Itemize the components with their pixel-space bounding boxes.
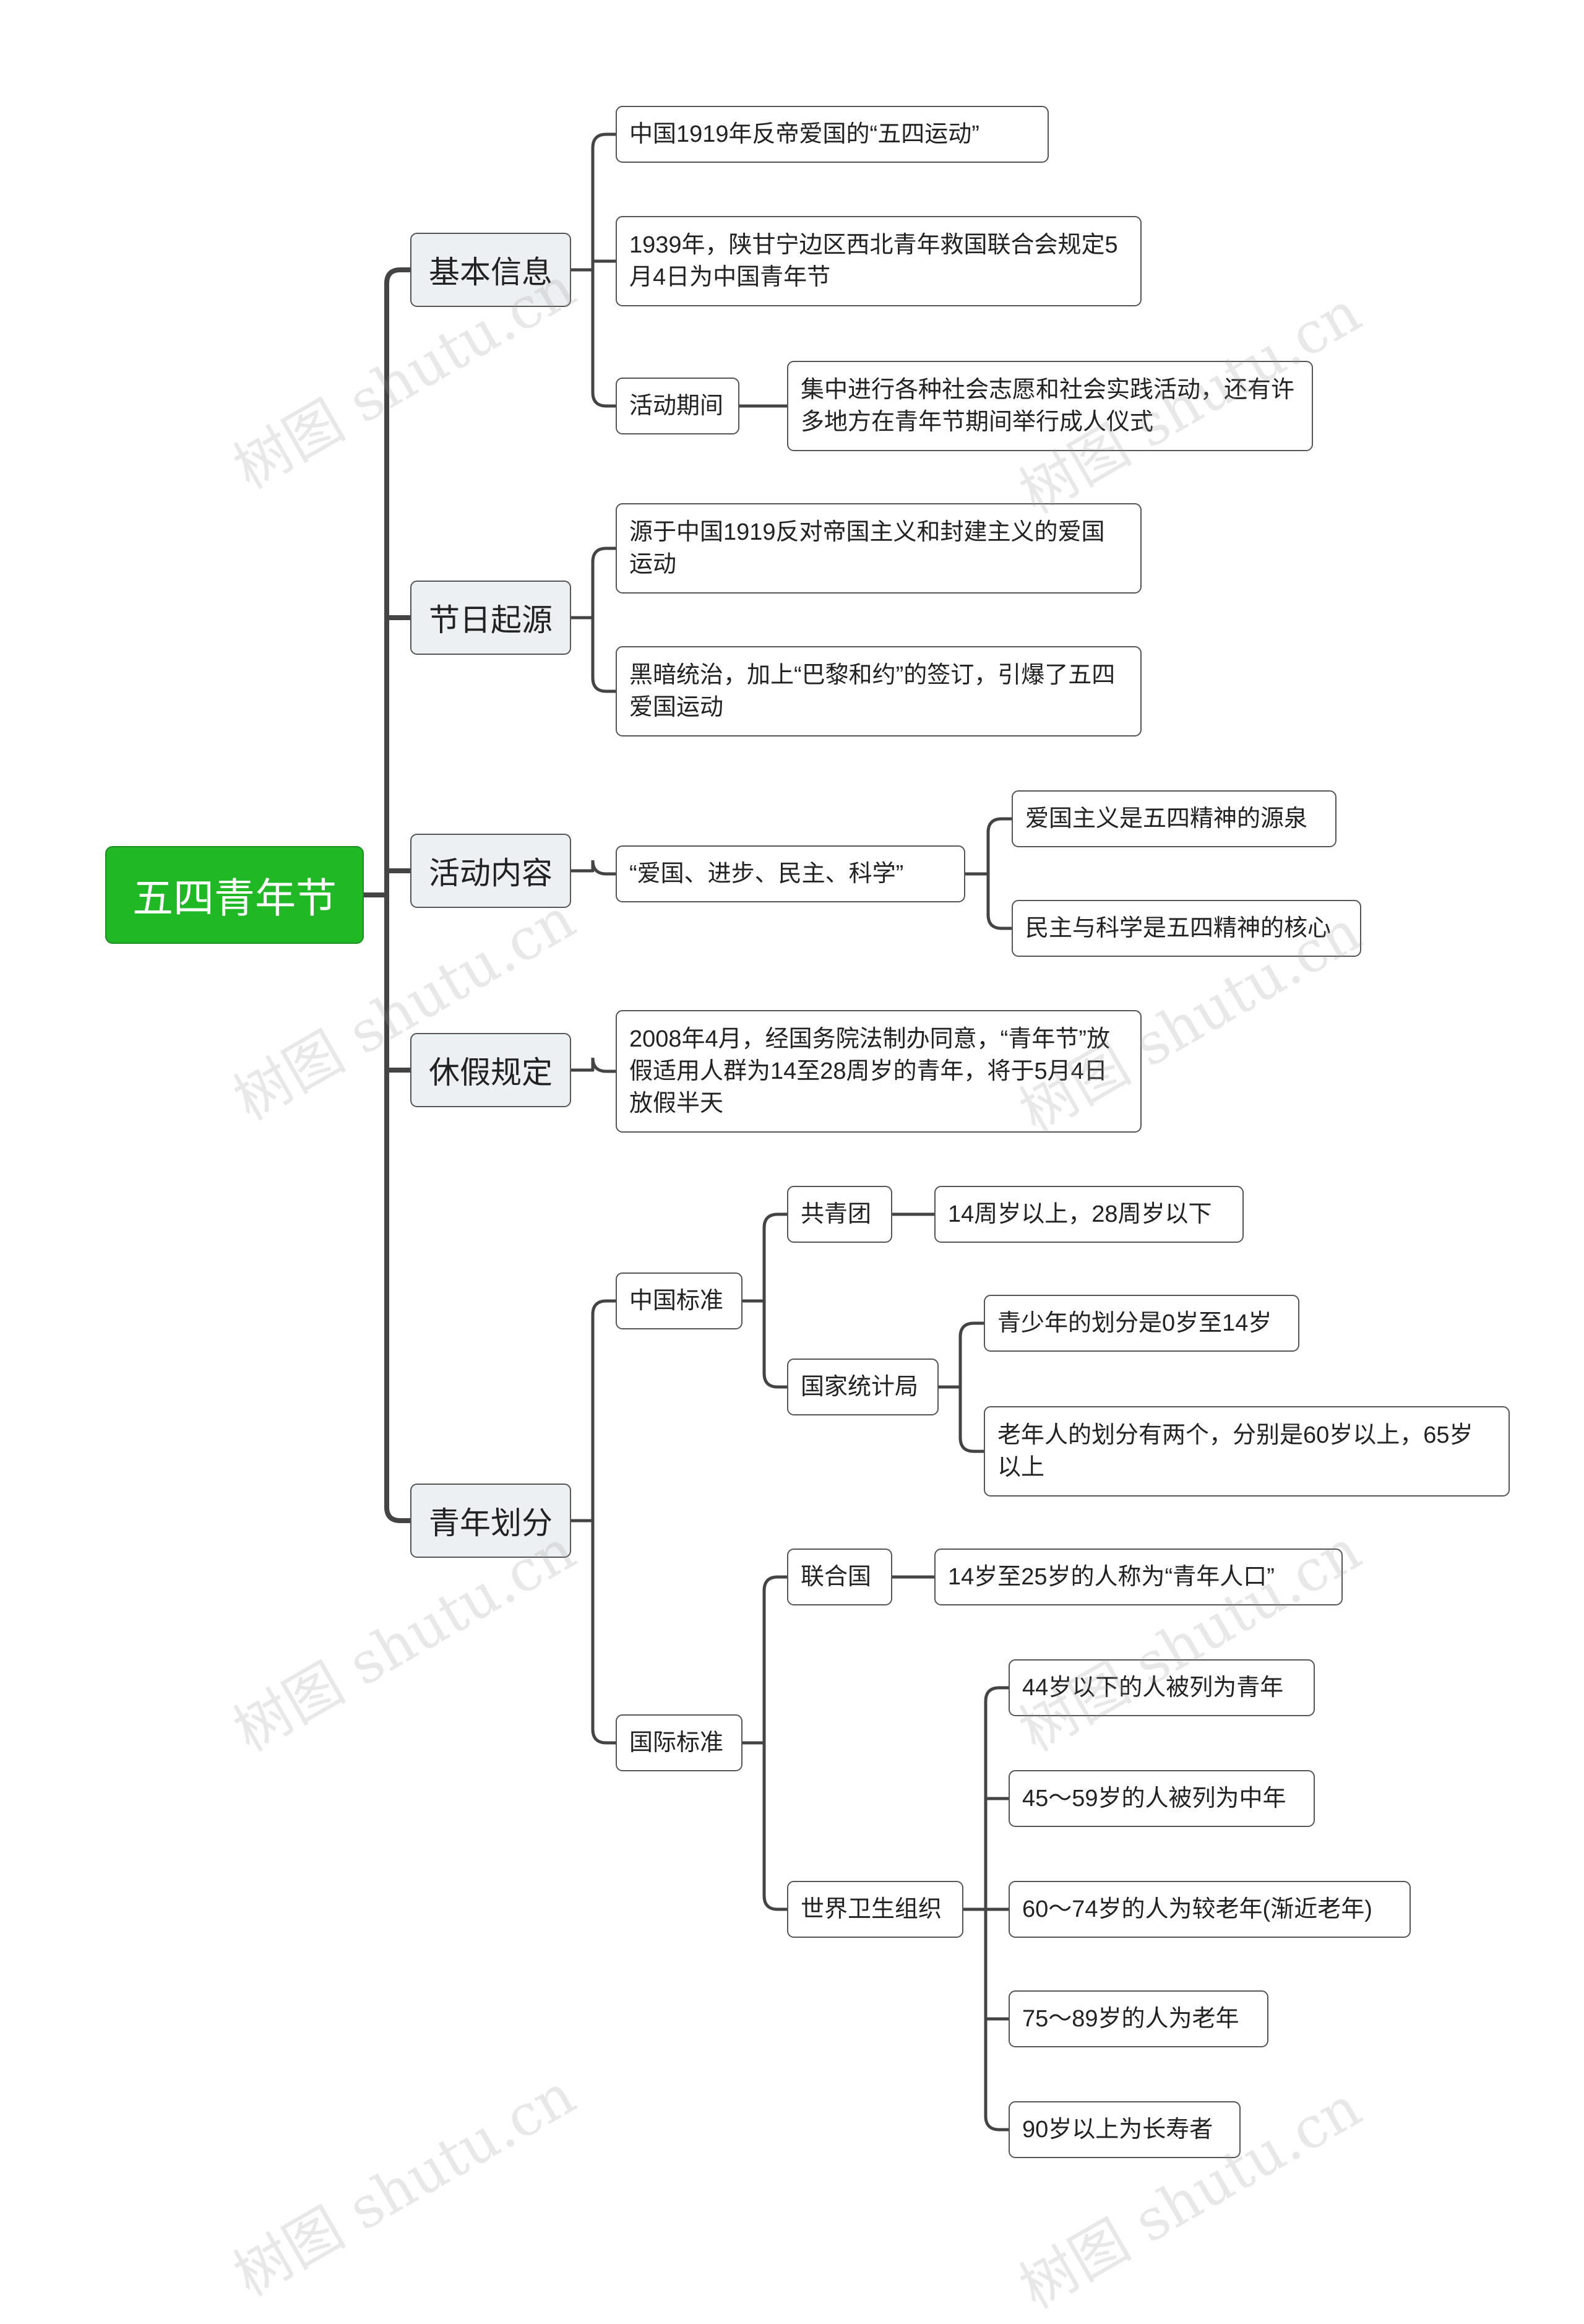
league-node[interactable]: 共青团 <box>787 1186 892 1243</box>
content-item-2[interactable]: 民主与科学是五四精神的核心 <box>1012 900 1361 957</box>
connector-line <box>384 892 413 1523</box>
connector-line <box>986 817 1014 876</box>
intl-standard-node[interactable]: 国际标准 <box>616 1714 742 1771</box>
who-item[interactable]: 90岁以上为长寿者 <box>1009 2101 1241 2158</box>
stats-item-1[interactable]: 青少年的划分是0岁至14岁 <box>984 1295 1299 1352</box>
connector-line <box>762 1299 789 1389</box>
un-node[interactable]: 联合国 <box>787 1549 892 1605</box>
branch-holiday[interactable]: 休假规定 <box>410 1033 571 1107</box>
branch-division[interactable]: 青年划分 <box>410 1484 571 1558</box>
connector-line <box>984 1907 1010 2132</box>
china-standard-node[interactable]: 中国标准 <box>616 1272 742 1329</box>
un-detail[interactable]: 14岁至25岁的人称为“青年人口” <box>934 1549 1343 1605</box>
origin-item-1[interactable]: 源于中国1919反对帝国主义和封建主义的爱国运动 <box>616 503 1142 594</box>
connector-line <box>591 268 618 408</box>
basic-info-origin[interactable]: 中国1919年反帝爱国的“五四运动” <box>616 106 1049 163</box>
branch-content[interactable]: 活动内容 <box>410 834 571 908</box>
connector-line <box>762 1212 789 1303</box>
connector-line <box>591 616 618 693</box>
league-detail[interactable]: 14周岁以上，28周岁以下 <box>934 1186 1244 1243</box>
activity-period-detail[interactable]: 集中进行各种社会志愿和社会实践活动，还有许多地方在青年节期间举行成人仪式 <box>787 361 1313 451</box>
connector-line <box>762 1575 789 1745</box>
connector-line <box>591 1057 618 1073</box>
who-item[interactable]: 75～89岁的人为老年 <box>1009 1990 1268 2047</box>
who-node[interactable]: 世界卫生组织 <box>787 1881 963 1938</box>
connector-lines <box>361 132 1014 2132</box>
who-item[interactable]: 45～59岁的人被列为中年 <box>1009 1770 1315 1827</box>
branch-origin[interactable]: 节日起源 <box>410 581 571 655</box>
connector-line <box>958 1321 986 1389</box>
mindmap-canvas: 五四青年节 基本信息 节日起源 活动内容 休假规定 青年划分 中国1919年反帝… <box>105 106 1510 2322</box>
connector-line <box>958 1385 986 1453</box>
origin-item-2[interactable]: 黑暗统治，加上“巴黎和约”的签订，引爆了五四爱国运动 <box>616 646 1142 737</box>
activity-period-node[interactable]: 活动期间 <box>616 378 739 434</box>
stats-item-2[interactable]: 老年人的划分有两个，分别是60岁以上，65岁以上 <box>984 1406 1510 1497</box>
connector-line <box>986 872 1014 930</box>
stats-bureau-node[interactable]: 国家统计局 <box>787 1359 939 1415</box>
connector-line <box>591 1519 618 1745</box>
connector-line <box>591 546 618 620</box>
holiday-detail[interactable]: 2008年4月，经国务院法制办同意，“青年节”放假适用人群为14至28周岁的青年… <box>616 1010 1142 1133</box>
who-item[interactable]: 44岁以下的人被列为青年 <box>1009 1659 1315 1716</box>
connector-line <box>591 1299 618 1523</box>
content-item-1[interactable]: 爱国主义是五四精神的源泉 <box>1012 790 1336 847</box>
connector-line <box>384 267 413 897</box>
root-node[interactable]: 五四青年节 <box>105 846 364 944</box>
basic-info-rule[interactable]: 1939年，陕甘宁边区西北青年救国联合会规定5月4日为中国青年节 <box>616 216 1142 306</box>
connector-line <box>591 132 618 272</box>
branch-basic-info[interactable]: 基本信息 <box>410 233 571 307</box>
connector-line <box>984 1686 1010 1911</box>
connector-line <box>591 860 618 876</box>
connector-line <box>762 1741 789 1911</box>
who-item[interactable]: 60～74岁的人为较老年(渐近老年) <box>1009 1881 1411 1938</box>
content-slogan[interactable]: “爱国、进步、民主、科学” <box>616 845 965 902</box>
